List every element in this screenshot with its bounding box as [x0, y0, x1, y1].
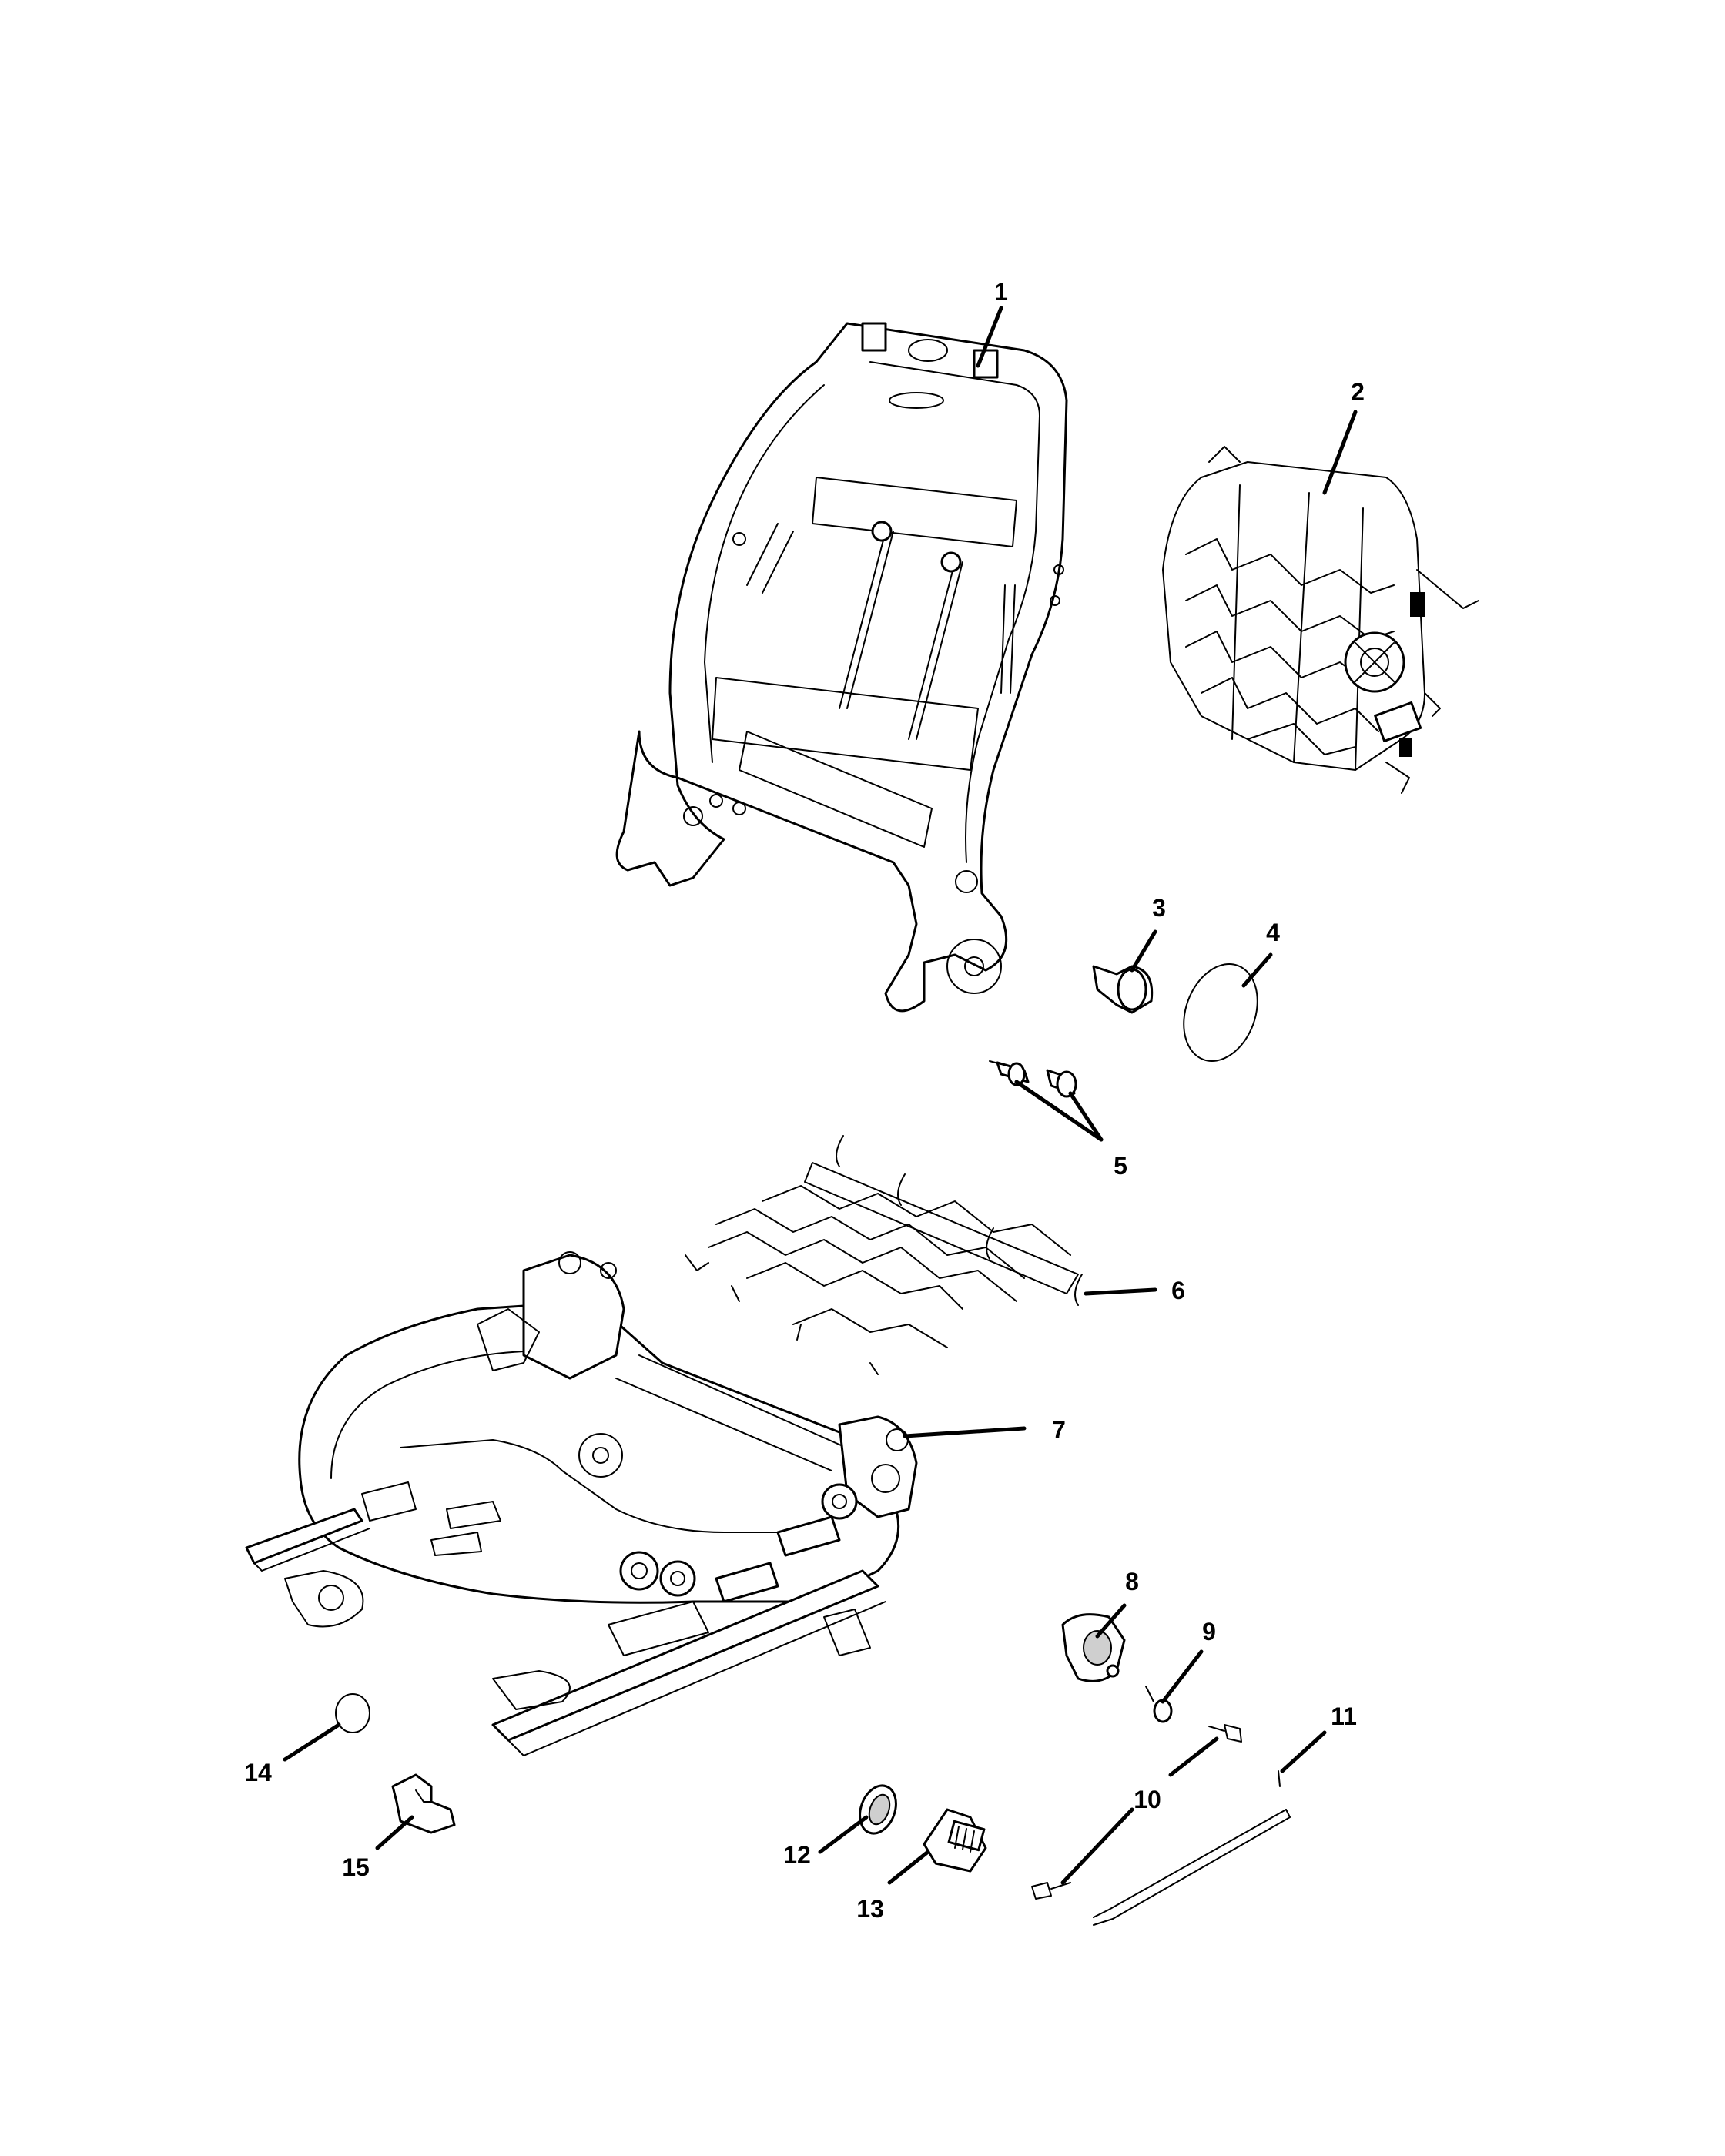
callout-3: 3 [1152, 894, 1166, 922]
callout-11: 11 [1331, 1702, 1357, 1730]
retaining-clips [1031, 1724, 1242, 1900]
leader-7 [903, 1426, 1027, 1438]
seat-cushion-frame [245, 1251, 918, 1756]
leader-9 [1161, 1649, 1204, 1704]
leader-5a [1014, 1080, 1104, 1142]
callout-5: 5 [1114, 1152, 1127, 1180]
callout-2: 2 [1351, 378, 1365, 406]
callout-15: 15 [342, 1853, 370, 1881]
leader-3 [1130, 929, 1157, 973]
seat-back-frame [615, 322, 1068, 1013]
motor-bracket [923, 1808, 987, 1873]
callout-8: 8 [1125, 1568, 1139, 1595]
callout-10: 10 [1134, 1786, 1161, 1813]
callout-7: 7 [1052, 1416, 1066, 1444]
callout-12: 12 [783, 1841, 811, 1869]
leader-14 [283, 1722, 341, 1762]
callout-4: 4 [1266, 919, 1280, 946]
trim-cap [1061, 1613, 1126, 1682]
leader-6 [1084, 1287, 1157, 1296]
callout-9: 9 [1202, 1618, 1216, 1645]
callout-labels: 1 2 3 4 5 6 7 8 9 10 11 12 13 14 15 [244, 278, 1365, 1923]
leader-10a [1168, 1736, 1219, 1777]
screw [1145, 1686, 1173, 1723]
leader-11 [1280, 1730, 1327, 1773]
leader-12 [818, 1815, 869, 1854]
leader-5b [1068, 1091, 1104, 1142]
leader-10b [1060, 1807, 1134, 1885]
leader-13 [887, 1850, 930, 1885]
leader-15 [375, 1815, 414, 1850]
leader-8 [1095, 1603, 1127, 1639]
leader-4 [1241, 952, 1273, 988]
pivot-bolts [989, 1060, 1077, 1098]
leader-lines [283, 306, 1358, 1885]
leader-2 [1322, 410, 1358, 495]
gear-cap [859, 1784, 897, 1835]
leader-1 [976, 306, 1003, 368]
release-rod [1093, 1770, 1291, 1926]
callout-13: 13 [856, 1895, 884, 1923]
push-pin-fastener [1092, 965, 1154, 1014]
lumbar-support-mat [1162, 446, 1479, 794]
seat-spring-mat [685, 1135, 1083, 1375]
callout-14: 14 [244, 1759, 272, 1786]
callout-6: 6 [1171, 1277, 1185, 1304]
callout-1: 1 [994, 278, 1008, 306]
ring-seal [1183, 963, 1258, 1062]
